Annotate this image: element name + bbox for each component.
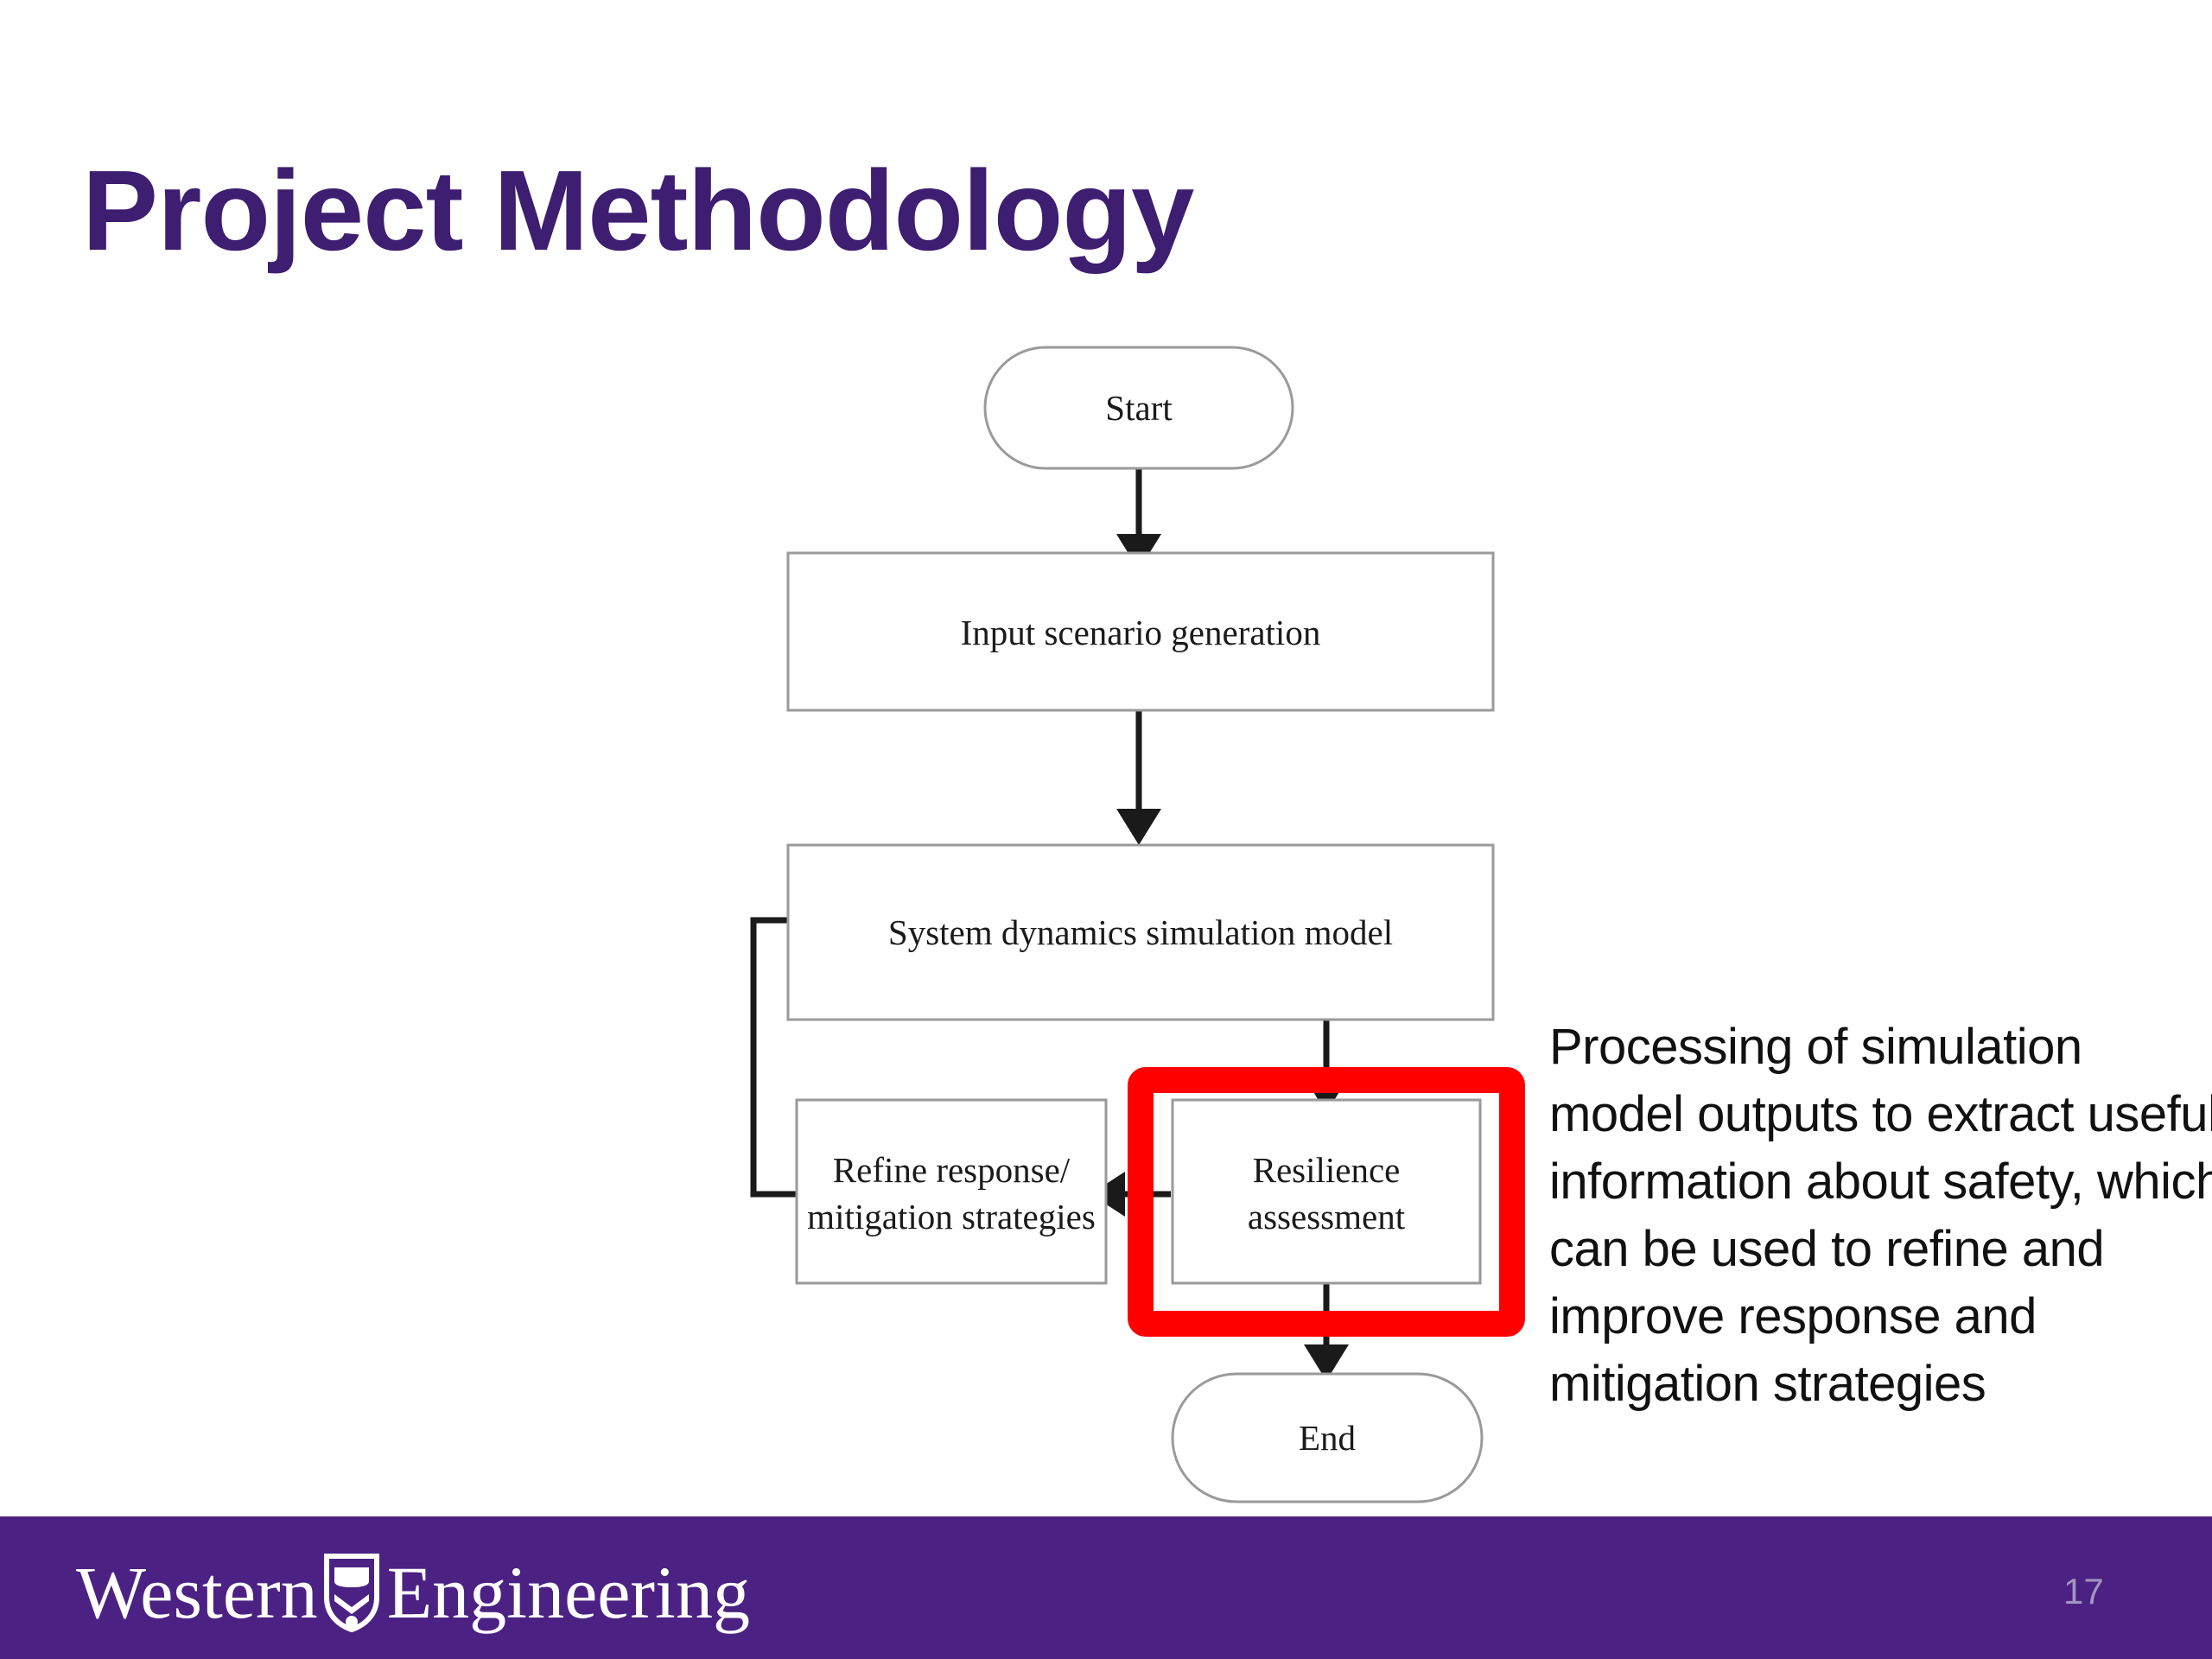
flow-node-system-dynamics-simulation-model[interactable]: System dynamics simulation model — [786, 843, 1495, 1021]
flow-node-refine-label-line1: Refine response/ — [833, 1150, 1071, 1190]
footer-bar — [0, 1516, 2212, 1659]
flow-node-start-label: Start — [1105, 388, 1173, 428]
wordmark-engineering: Engineering — [386, 1551, 750, 1634]
western-shield-crest-icon — [323, 1554, 379, 1632]
flow-node-sdmodel-label: System dynamics simulation model — [888, 912, 1393, 952]
flow-node-refine-response-mitigation-strategies[interactable]: Refine response/ mitigation strategies — [795, 1098, 1108, 1285]
flow-node-start[interactable]: Start — [983, 346, 1294, 470]
flow-node-input-scenario-generation[interactable]: Input scenario generation — [786, 551, 1495, 712]
flow-node-end-label: End — [1299, 1418, 1356, 1458]
page-number: 17 — [2063, 1571, 2104, 1611]
edge-start-to-input — [1116, 467, 1161, 570]
flow-node-resilience-assessment[interactable]: Resilience assessment — [1171, 1098, 1482, 1285]
flow-node-input-label: Input scenario generation — [961, 613, 1321, 652]
western-engineering-logo: Western Engineering — [76, 1545, 750, 1640]
edge-resilience-to-end — [1304, 1283, 1349, 1381]
flow-node-resilience-label-line2: assessment — [1248, 1197, 1406, 1236]
edge-refine-to-sdmodel-loopback — [750, 898, 868, 1198]
flow-node-refine-label-line2: mitigation strategies — [807, 1197, 1096, 1236]
edge-input-to-sdmodel — [1116, 709, 1161, 845]
flow-node-resilience-label-line1: Resilience — [1253, 1150, 1401, 1190]
edge-resilience-to-refine — [1090, 1172, 1171, 1217]
flow-node-end[interactable]: End — [1171, 1372, 1484, 1503]
edge-sdmodel-to-resilience — [1304, 1020, 1349, 1113]
wordmark-western: Western — [76, 1551, 318, 1634]
annotation-paragraph: Processing of simulation model outputs t… — [1549, 1019, 2212, 1412]
resilience-highlight-box — [1128, 1067, 1525, 1337]
page-title: Project Methodology — [82, 147, 1194, 274]
